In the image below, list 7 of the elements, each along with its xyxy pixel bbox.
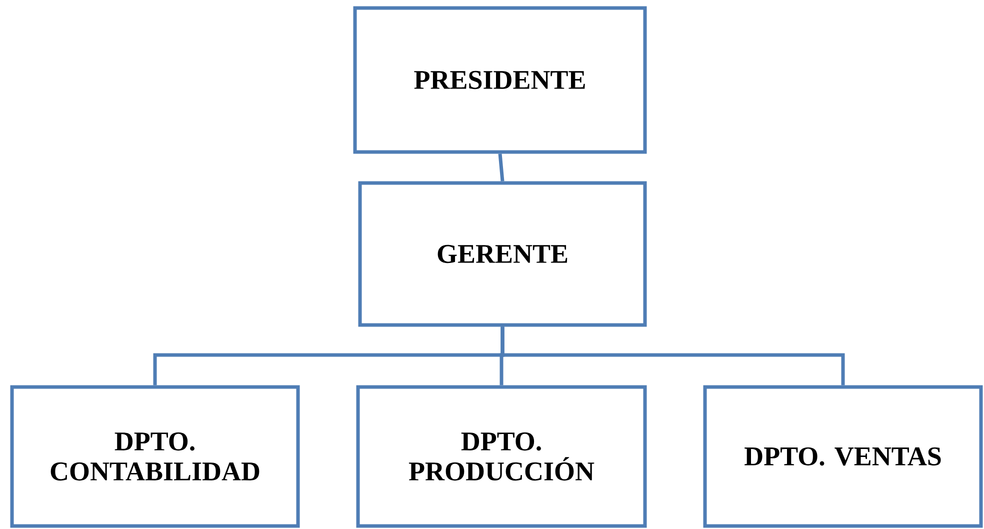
org-box: PRESIDENTE	[353, 6, 647, 154]
connector-line	[500, 326, 845, 386]
org-box: DPTO. PRODUCCIÓN	[356, 385, 647, 528]
org-box: GERENTE	[358, 181, 647, 327]
org-box: DPTO. VENTAS	[703, 385, 983, 528]
connector-line	[498, 154, 504, 182]
org-box: DPTO. CONTABILIDAD	[10, 385, 300, 528]
